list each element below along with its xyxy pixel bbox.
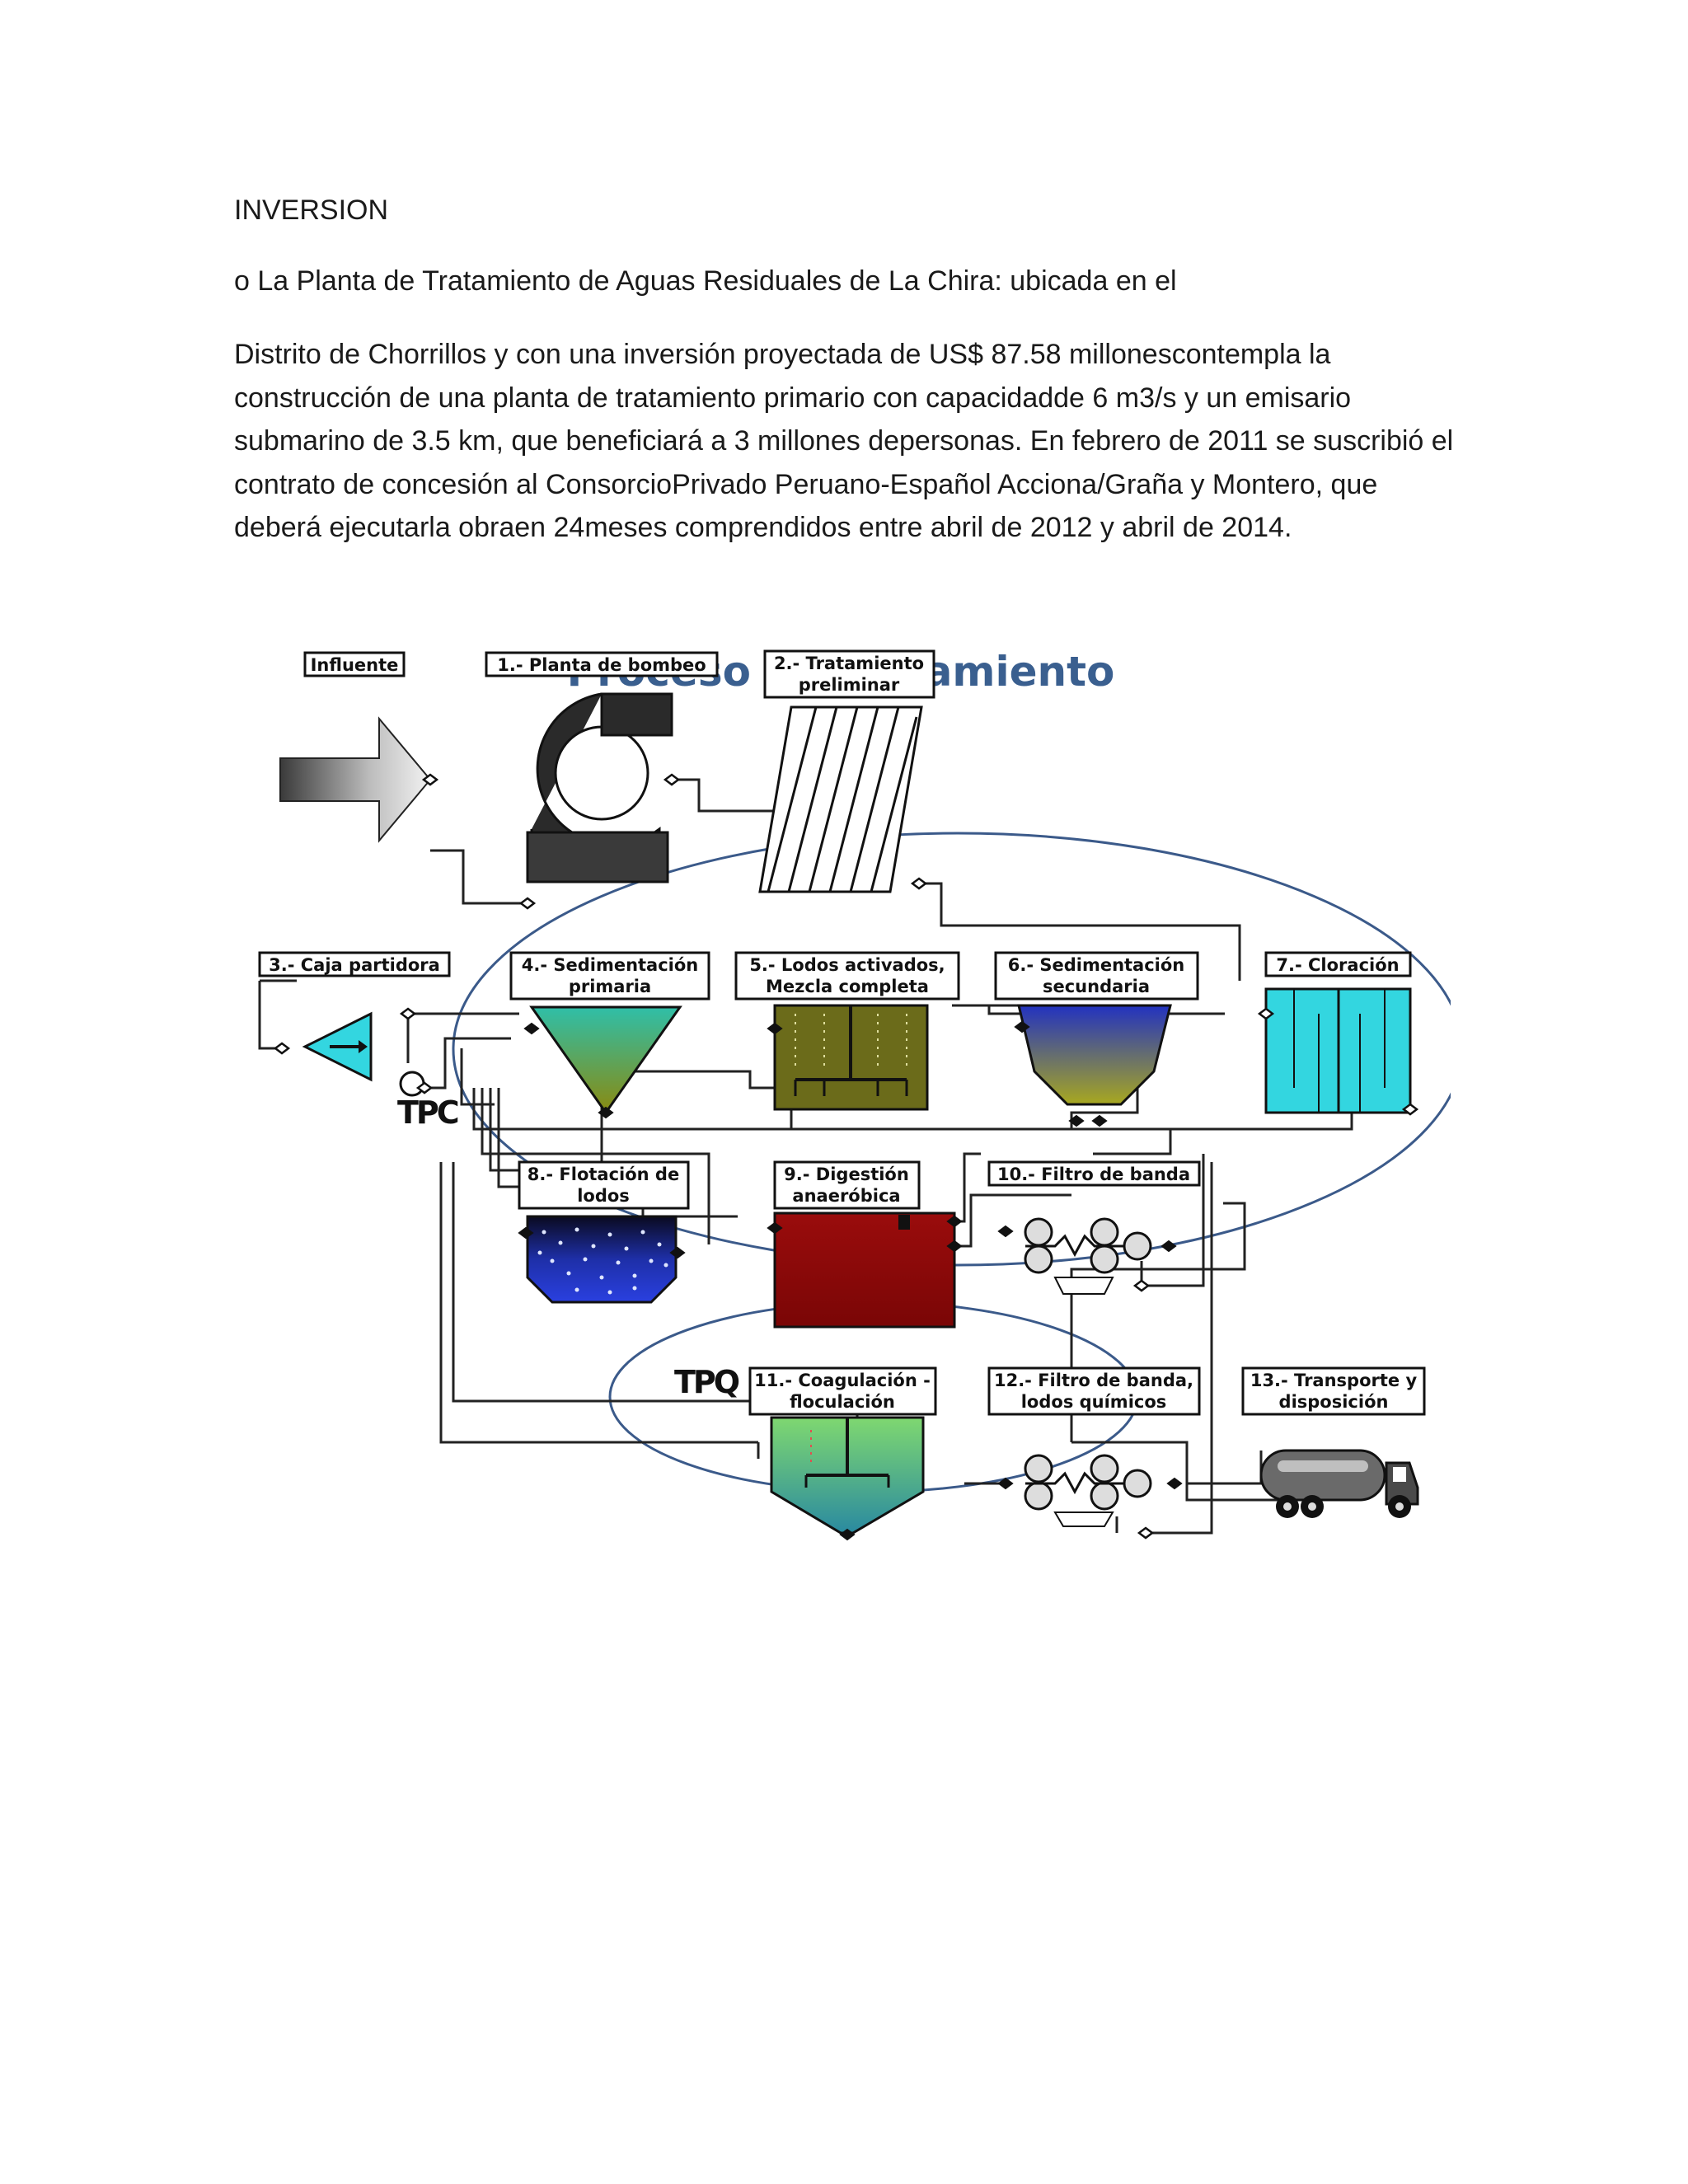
- paragraph-line: Distrito de Chorrillos y con una inversi…: [234, 339, 1331, 370]
- bullet-line: o La Planta de Tratamiento de Aguas Resi…: [234, 265, 1177, 297]
- label-cloracion: 7.- Cloración: [1276, 955, 1399, 975]
- belt-filter-icon: [1024, 1217, 1152, 1295]
- paragraph-line: deberá ejecutarla obraen 24meses compren…: [234, 512, 1292, 543]
- label-filtro-q-1: 12.- Filtro de banda,: [994, 1371, 1193, 1390]
- paragraph-line: submarino de 3.5 km, que beneficiará a 3…: [234, 425, 1454, 457]
- label-digestion-2: anaeróbica: [792, 1186, 900, 1206]
- label-preliminar-1: 2.- Tratamiento: [774, 654, 924, 673]
- label-flotacion-1: 8.- Flotación de: [528, 1165, 679, 1184]
- influente-arrow-icon: [279, 716, 432, 843]
- label-influente: Influente: [311, 655, 399, 675]
- label-coag-2: floculación: [790, 1392, 895, 1412]
- label-sed-prim-2: primaria: [569, 977, 651, 996]
- paragraph-line: contrato de concesión al ConsorcioPrivad…: [234, 468, 1378, 500]
- pump-icon: [526, 692, 673, 883]
- chlorination-tank-icon: [1264, 987, 1412, 1114]
- body-paragraph: Distrito de Chorrillos y con una inversi…: [234, 333, 1462, 550]
- label-bombeo: 1.- Planta de bombeo: [497, 655, 706, 675]
- label-tpc: TPC: [397, 1094, 458, 1131]
- section-heading: INVERSION: [234, 194, 389, 226]
- tpc-ellipse: [452, 832, 1451, 1267]
- label-lodos-2: Mezcla completa: [766, 977, 929, 996]
- label-preliminar-2: preliminar: [799, 675, 900, 695]
- secondary-settler-icon: [1017, 1004, 1172, 1106]
- label-sed-sec-1: 6.- Sedimentación: [1008, 955, 1185, 975]
- coagulation-tank-icon: [770, 1416, 925, 1535]
- label-filtro: 10.- Filtro de banda: [997, 1165, 1190, 1184]
- label-flotacion-2: lodos: [577, 1186, 630, 1206]
- label-coag-1: 11.- Coagulación -: [754, 1371, 931, 1390]
- chemical-belt-filter-icon: [1024, 1454, 1152, 1527]
- label-filtro-q-2: lodos químicos: [1021, 1392, 1167, 1412]
- flotation-tank-icon: [526, 1215, 678, 1304]
- truck-icon: [1259, 1449, 1419, 1518]
- primary-settler-icon: [529, 1005, 682, 1115]
- paragraph-line: construcción de una planta de tratamient…: [234, 382, 1352, 414]
- label-caja: 3.- Caja partidora: [269, 955, 440, 975]
- digester-icon: [773, 1212, 956, 1329]
- label-digestion-1: 9.- Digestión: [784, 1165, 909, 1184]
- label-transporte-2: disposición: [1279, 1392, 1389, 1412]
- screen-icon: [758, 705, 923, 893]
- label-tpq: TPQ: [674, 1364, 739, 1400]
- label-sed-prim-1: 4.- Sedimentación: [522, 955, 699, 975]
- label-transporte-1: 13.- Transporte y: [1250, 1371, 1418, 1390]
- label-sed-sec-2: secundaria: [1043, 977, 1150, 996]
- treatment-process-diagram: Proceso de tratamiento: [247, 626, 1451, 1558]
- label-lodos-1: 5.- Lodos activados,: [749, 955, 945, 975]
- aeration-tank-icon: [773, 1004, 929, 1111]
- splitter-box-icon: [302, 1011, 373, 1082]
- valve-icon: [399, 1071, 425, 1097]
